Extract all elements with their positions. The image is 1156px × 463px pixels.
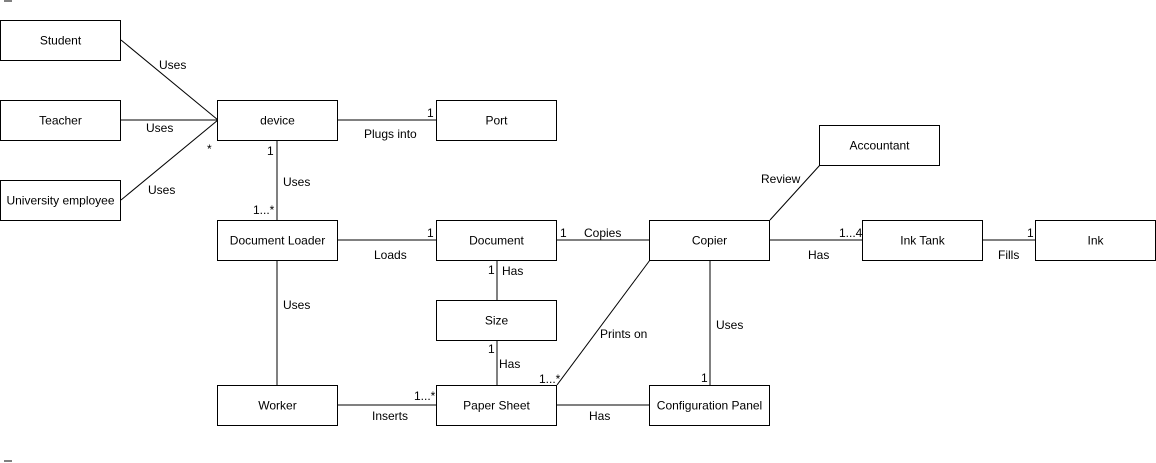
label-document-copier: Copies xyxy=(584,226,621,240)
label-paper-panel: Has xyxy=(589,409,610,423)
mult-inktank-range: 1...4 xyxy=(839,226,863,240)
node-configuration-panel: Configuration Panel xyxy=(649,385,770,426)
mult-device-one: 1 xyxy=(267,144,274,158)
mult-panel-one: 1 xyxy=(701,371,708,385)
label-inktank-ink: Fills xyxy=(998,248,1019,262)
node-university-employee: University employee xyxy=(0,180,121,221)
edge-employee-device xyxy=(120,119,219,201)
node-port-label: Port xyxy=(485,114,508,128)
mult-paper-many-worker: 1...* xyxy=(414,389,436,403)
node-student-label: Student xyxy=(40,34,82,48)
node-device: device xyxy=(217,100,338,141)
node-accountant: Accountant xyxy=(819,125,940,166)
node-worker-label: Worker xyxy=(258,399,296,413)
node-teacher: Teacher xyxy=(0,100,121,141)
node-size-label: Size xyxy=(485,314,509,328)
node-accountant-label: Accountant xyxy=(849,139,910,153)
mult-paper-many-copier: 1...* xyxy=(539,372,561,386)
node-device-label: device xyxy=(260,114,295,128)
label-worker-paper: Inserts xyxy=(372,409,408,423)
mult-size-one: 1 xyxy=(488,342,495,356)
node-paper-sheet: Paper Sheet xyxy=(436,385,557,426)
mult-document-one: 1 xyxy=(427,226,434,240)
label-device-loader: Uses xyxy=(283,175,310,189)
label-loader-worker: Uses xyxy=(283,298,310,312)
mult-document-copier-one: 1 xyxy=(560,226,567,240)
edge-accountant-copier xyxy=(769,164,821,221)
label-loader-document: Loads xyxy=(374,248,407,262)
node-port: Port xyxy=(436,100,557,141)
node-copier: Copier xyxy=(649,220,770,261)
node-ink: Ink xyxy=(1035,220,1156,261)
edge-student-device xyxy=(120,39,219,121)
node-configuration-panel-label: Configuration Panel xyxy=(657,399,762,413)
mult-document-size-one: 1 xyxy=(488,263,495,277)
mult-ink-one: 1 xyxy=(1027,226,1034,240)
node-document-label: Document xyxy=(469,234,524,248)
node-document: Document xyxy=(436,220,557,261)
label-copier-panel: Uses xyxy=(716,318,743,332)
node-worker: Worker xyxy=(217,385,338,426)
label-copier-paper: Prints on xyxy=(600,327,647,341)
node-university-employee-label: University employee xyxy=(6,194,114,208)
node-paper-sheet-label: Paper Sheet xyxy=(463,399,530,413)
label-accountant-copier: Review xyxy=(761,172,801,186)
mult-port-one: 1 xyxy=(427,106,434,120)
node-document-loader-label: Document Loader xyxy=(230,234,325,248)
edge-copier-paper xyxy=(556,259,651,386)
label-device-port: Plugs into xyxy=(364,127,417,141)
node-document-loader: Document Loader xyxy=(217,220,338,261)
node-ink-tank: Ink Tank xyxy=(862,220,983,261)
mult-loader-many: 1...* xyxy=(253,203,275,217)
label-employee-device: Uses xyxy=(148,183,175,197)
node-student: Student xyxy=(0,20,121,61)
label-teacher-device: Uses xyxy=(146,121,173,135)
node-size: Size xyxy=(436,300,557,341)
node-copier-label: Copier xyxy=(692,234,727,248)
label-student-device: Uses xyxy=(159,58,186,72)
node-ink-label: Ink xyxy=(1087,234,1104,248)
node-ink-tank-label: Ink Tank xyxy=(900,234,945,248)
label-copier-inktank: Has xyxy=(808,248,829,262)
label-size-paper: Has xyxy=(499,357,520,371)
label-document-size: Has xyxy=(502,264,523,278)
mult-device-star: * xyxy=(207,142,212,156)
node-teacher-label: Teacher xyxy=(39,114,82,128)
